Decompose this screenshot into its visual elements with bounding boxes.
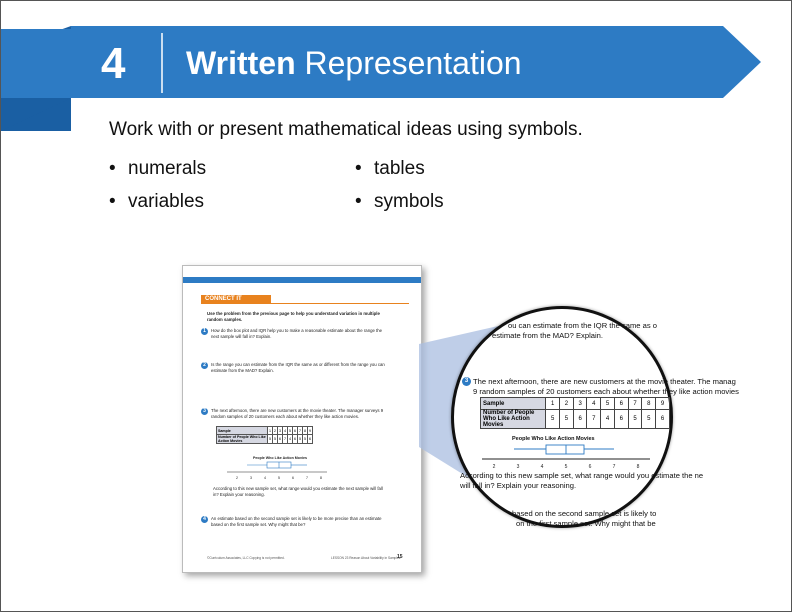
zoom-box <box>545 444 585 455</box>
magnified-view: ou can estimate from the IQR the same as… <box>451 306 739 528</box>
table-cell: 6 <box>572 409 588 429</box>
lead-text: Use the problem from the previous page t… <box>207 311 380 322</box>
zoom-text-line: The next afternoon, there are new custom… <box>473 377 736 386</box>
worksheet-page: CONNECT IT Use the problem from the prev… <box>182 265 422 573</box>
section-title: Written Representation <box>186 45 522 82</box>
question-number: 2 <box>201 362 208 369</box>
axis-tick: 2 <box>493 464 496 470</box>
axis-tick: 4 <box>541 464 544 470</box>
axis-tick: 8 <box>320 476 322 480</box>
section-title-bold: Written <box>186 45 296 81</box>
question-3-prompt: According to this new sample set, what r… <box>213 486 383 497</box>
zoom-text-line: According to this new sample set, what r… <box>460 471 704 480</box>
question-number: 3 <box>201 408 208 415</box>
page-footer-left: ©Curriculum Associates, LLC Copying is n… <box>207 556 285 560</box>
table-header: Sample <box>479 397 547 410</box>
table-cell: 5 <box>627 409 643 429</box>
table-cell: 2 <box>559 397 574 410</box>
question-3: The next afternoon, there are new custom… <box>211 408 384 419</box>
axis-tick: 8 <box>637 464 640 470</box>
zoom-text-line: estimate from the MAD? Explain. <box>492 331 603 340</box>
table-cell: 7 <box>586 409 602 429</box>
bullet-list-left: numerals variables <box>109 158 206 224</box>
question-2: Is the range you can estimate from the I… <box>211 362 385 373</box>
table-cell: 8 <box>641 397 657 410</box>
section-title-light: Representation <box>304 45 522 81</box>
zoom-plot-title: People Who Like Action Movies <box>512 436 595 442</box>
question-number: 3 <box>462 377 471 386</box>
connect-it-header: CONNECT IT <box>201 295 271 304</box>
intro-text: Work with or present mathematical ideas … <box>109 119 583 140</box>
zoom-box-plot: 2 3 4 5 6 7 8 <box>482 444 650 470</box>
table-cell: 6 <box>613 397 629 410</box>
axis-tick: 5 <box>278 476 280 480</box>
axis-tick: 5 <box>565 464 568 470</box>
header-rule <box>201 303 409 304</box>
zoom-text-line: on the first sample set. Why might that … <box>516 519 656 528</box>
question-number: 1 <box>201 328 208 335</box>
table-cell: 6 <box>307 434 313 444</box>
bullet-item: tables <box>355 158 444 191</box>
table-cell: 4 <box>600 409 615 429</box>
bullet-item: symbols <box>355 191 444 224</box>
page-top-bar <box>183 277 421 283</box>
axis-tick: 7 <box>306 476 308 480</box>
section-number: 4 <box>101 39 126 88</box>
question-number: 4 <box>201 516 208 523</box>
bullet-list-right: tables symbols <box>355 158 444 224</box>
question-4: An estimate based on the second sample s… <box>211 516 382 527</box>
table-cell: 7 <box>627 397 643 410</box>
zoom-text-line: will fall in? Explain your reasoning. <box>460 481 577 490</box>
axis-tick: 3 <box>517 464 520 470</box>
question-1: How do the box plot and IQR help you to … <box>211 328 383 339</box>
axis-tick: 7 <box>613 464 616 470</box>
zoom-text-line: based on the second sample set is likely… <box>512 509 657 518</box>
bullet-item: variables <box>109 191 206 224</box>
table-cell: 1 <box>545 397 561 410</box>
table-cell: 3 <box>572 397 588 410</box>
table-cell: 5 <box>641 409 657 429</box>
table-cell: 5 <box>559 409 574 429</box>
axis-tick: 6 <box>292 476 294 480</box>
bullet-item: numerals <box>109 158 206 191</box>
axis-tick: 2 <box>236 476 238 480</box>
plot-title: People Who Like Action Movies <box>253 456 307 460</box>
axis-tick: 4 <box>264 476 266 480</box>
page-number: 15 <box>397 554 403 560</box>
box-plot: 2 3 4 5 6 7 8 <box>227 461 327 480</box>
table-cell: 6 <box>613 409 629 429</box>
table-cell: 6 <box>655 409 670 429</box>
table-cell: 4 <box>586 397 602 410</box>
table-header: Number of People Who Like Action Movies <box>479 409 547 429</box>
zoom-text-line: ou can estimate from the IQR the same as… <box>508 321 657 330</box>
zoom-text-line: 9 random samples of 20 customers each ab… <box>473 387 739 396</box>
axis-tick: 3 <box>250 476 252 480</box>
page-footer-right: LESSON 23 Reason About Variability in Sa… <box>331 556 401 560</box>
axis-tick: 6 <box>589 464 592 470</box>
title-banner <box>1 26 761 131</box>
table-cell: 5 <box>545 409 561 429</box>
table-cell: 9 <box>655 397 670 410</box>
table-cell: 5 <box>600 397 615 410</box>
